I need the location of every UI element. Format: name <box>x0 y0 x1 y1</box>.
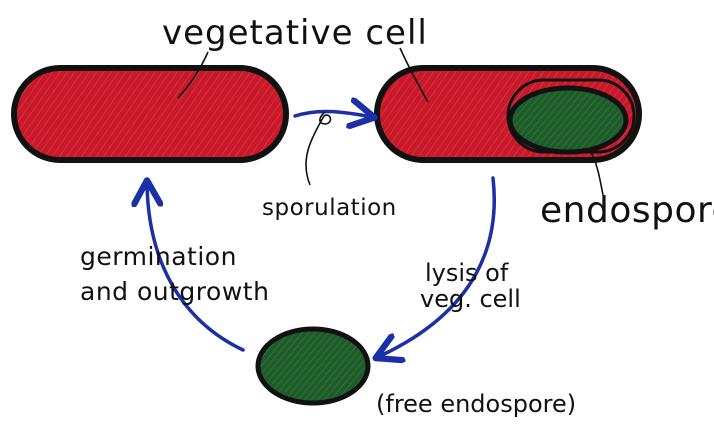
lysis-label-line2: veg. cell <box>420 285 521 313</box>
endospore-in-cell <box>510 88 626 152</box>
free-endospore-label: (free endospore) <box>376 390 576 418</box>
lysis-label-line1: lysis of <box>425 259 509 287</box>
sporulation-label: sporulation <box>262 195 397 221</box>
sporulation-pointer <box>306 112 331 185</box>
germination-label-line1: germination <box>80 242 237 271</box>
vegetative-cell-left <box>14 68 286 160</box>
vegetative-cell-label: vegetative cell <box>162 13 428 53</box>
endospore-label: endospore <box>540 190 714 231</box>
germination-label-line2: and outgrowth <box>80 277 269 306</box>
free-endospore <box>258 329 368 403</box>
sporulation-arrow <box>295 111 372 117</box>
